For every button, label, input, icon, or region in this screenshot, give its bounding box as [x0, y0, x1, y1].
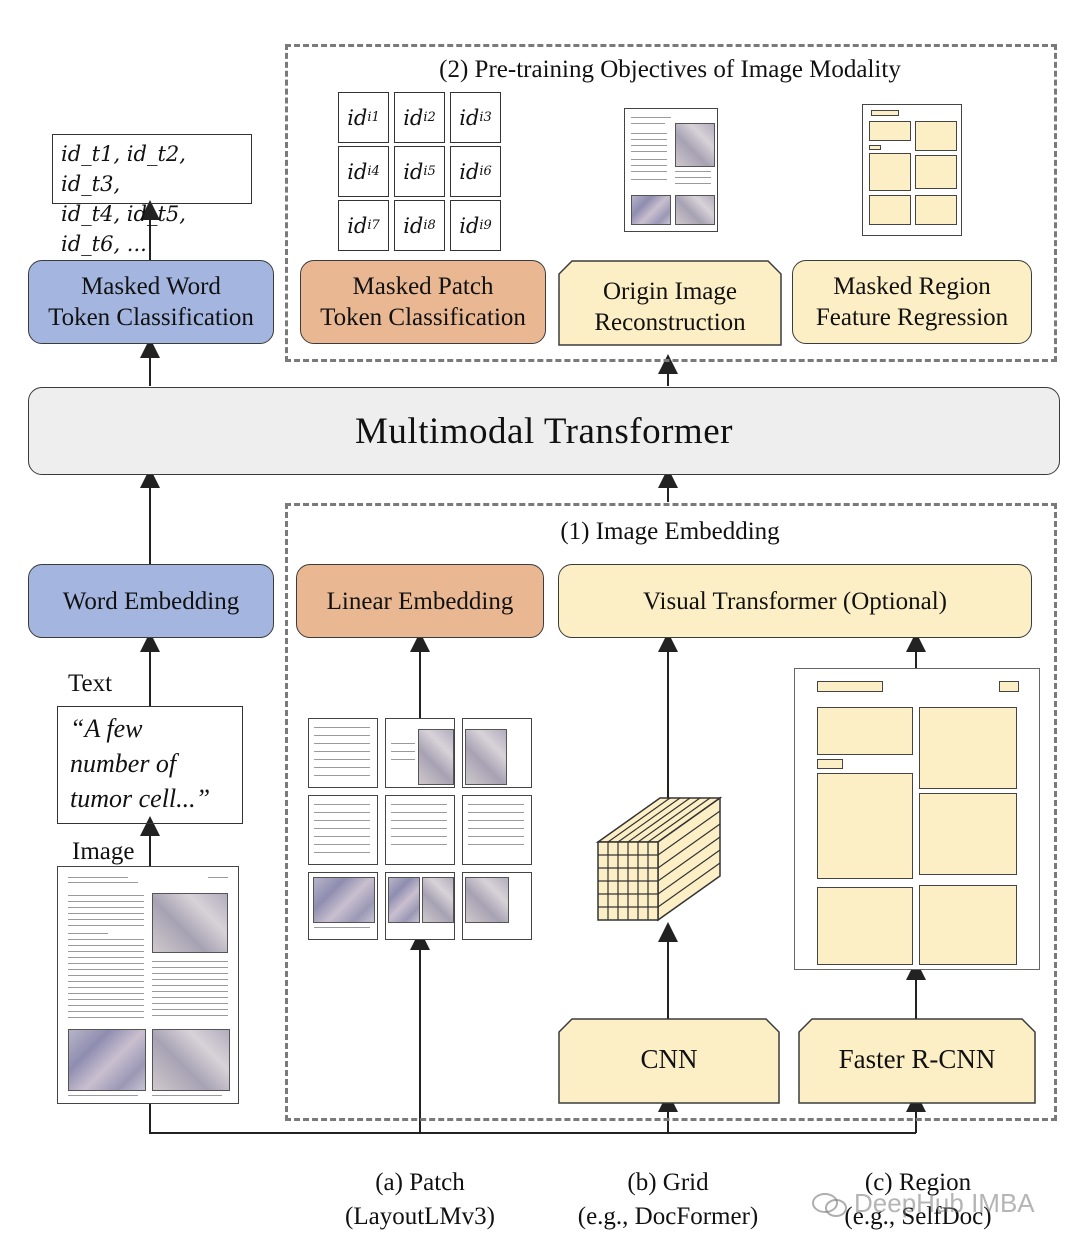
caption-grid-title: (b) Grid [627, 1169, 709, 1196]
reconstructed-document-thumbnail [624, 108, 718, 232]
masked-region-line-1: Masked Region [833, 273, 991, 300]
region-layout-thumbnail [862, 104, 962, 236]
masked-patch-token-classification-box: Masked Patch Token Classification [300, 260, 546, 344]
masked-region-line-2: Feature Regression [815, 304, 1009, 331]
cnn-feature-grid-volume [595, 796, 723, 922]
token-ids-line-2: id_t4, id_t5, id_t6, ... [61, 202, 186, 256]
caption-patch-title: (a) Patch [375, 1169, 465, 1196]
pretraining-objectives-title: (2) Pre-training Objectives of Image Mod… [330, 54, 1010, 85]
multimodal-transformer-box: Multimodal Transformer [28, 387, 1060, 475]
word-embedding-label: Word Embedding [62, 587, 240, 615]
document-patch-grid [308, 718, 532, 940]
image-label: Image [72, 838, 135, 865]
source-document-image [57, 866, 239, 1104]
token-ids-line-1: id_t1, id_t2, id_t3, [61, 142, 186, 196]
caption-patch-method: (LayoutLMv3) [345, 1203, 495, 1230]
cnn-box: CNN [558, 1044, 780, 1075]
masked-patch-line-2: Token Classification [320, 304, 526, 331]
text-quote-line-2: number of [70, 749, 177, 778]
masked-word-line-1: Masked Word [81, 273, 221, 300]
origin-image-reconstruction-shape [558, 260, 782, 346]
masked-word-line-2: Token Classification [48, 304, 254, 331]
visual-transformer-box: Visual Transformer (Optional) [558, 564, 1032, 638]
faster-rcnn-shape [798, 1018, 1036, 1104]
faster-rcnn-label: Faster R-CNN [838, 1044, 996, 1074]
masked-region-feature-regression-box: Masked Region Feature Regression [792, 260, 1032, 344]
caption-grid-method: (e.g., DocFormer) [577, 1203, 759, 1230]
pretraining-objectives-region [285, 44, 1057, 362]
caption-region-title: (c) Region [864, 1169, 972, 1196]
text-quote-line-3: tumor cell...” [70, 784, 211, 813]
caption-patch: (a) Patch (LayoutLMv3) [320, 1166, 520, 1234]
text-label: Text [68, 670, 113, 697]
caption-grid: (b) Grid (e.g., DocFormer) [548, 1166, 788, 1234]
watermark-text: DeepHub IMBA [854, 1188, 1035, 1218]
caption-region: (c) Region (e.g., SelfDoc) [808, 1166, 1028, 1234]
masked-patch-line-1: Masked Patch [352, 273, 494, 300]
faster-rcnn-box: Faster R-CNN [798, 1044, 1036, 1075]
cnn-shape [558, 1018, 780, 1104]
text-token-ids-box: id_t1, id_t2, id_t3, id_t4, id_t5, id_t6… [52, 134, 252, 256]
image-embedding-title: (1) Image Embedding [560, 518, 780, 545]
linear-embedding-label: Linear Embedding [326, 587, 514, 615]
masked-word-token-classification-box: Masked Word Token Classification [28, 260, 274, 344]
word-embedding-box: Word Embedding [28, 564, 274, 638]
image-embedding-region [285, 503, 1057, 1121]
visual-transformer-label: Visual Transformer (Optional) [642, 587, 948, 615]
bottom-bus-line [149, 1104, 916, 1134]
region-layout-page [794, 668, 1040, 970]
watermark: DeepHub IMBA [812, 1188, 1035, 1219]
origin-image-reconstruction-box: Origin Image Reconstruction [558, 276, 782, 338]
linear-embedding-box: Linear Embedding [296, 564, 544, 638]
origin-image-line-1: Origin Image [603, 278, 737, 305]
wechat-icon [812, 1192, 848, 1218]
multimodal-transformer-label: Multimodal Transformer [355, 410, 733, 452]
text-quote-box: “A few number of tumor cell...” [57, 706, 243, 824]
cnn-label: CNN [640, 1044, 698, 1074]
text-quote-line-1: “A few [70, 714, 143, 743]
origin-image-line-2: Reconstruction [594, 309, 746, 336]
caption-region-method: (e.g., SelfDoc) [844, 1203, 992, 1230]
